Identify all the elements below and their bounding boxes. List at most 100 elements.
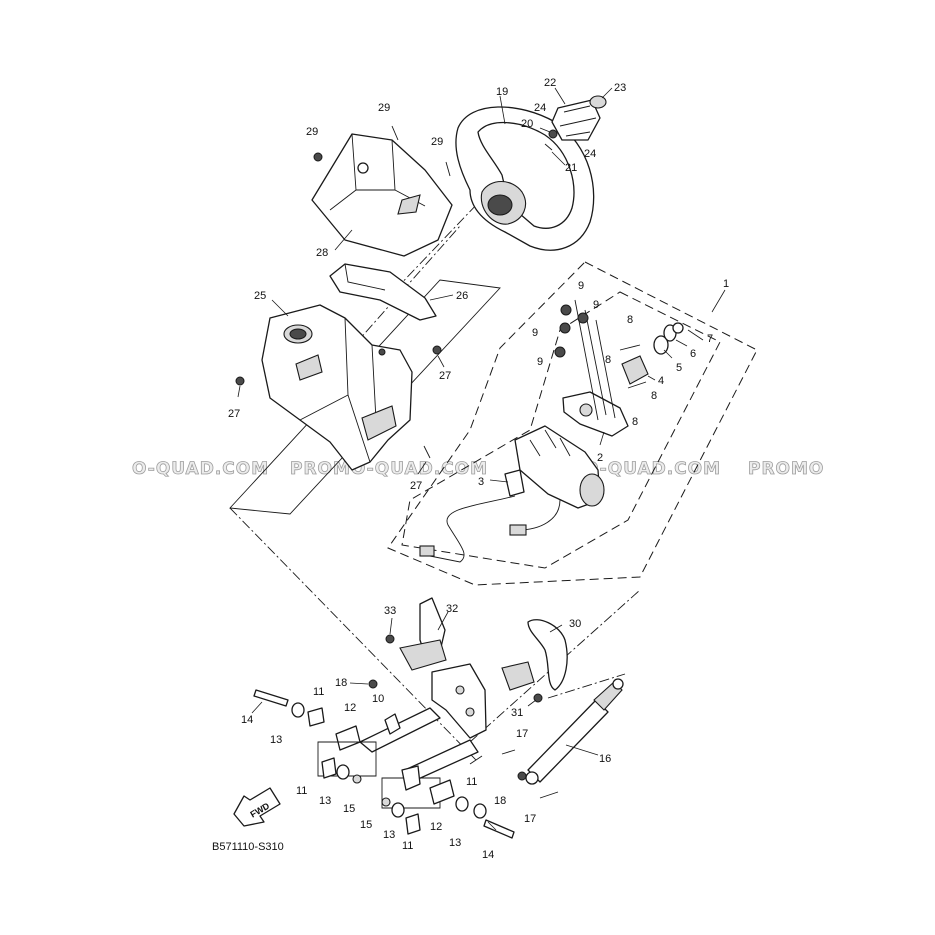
shock-bolts-17 [501,749,559,799]
watermark: O-QUAD.COM PROMO-QUAD.COM PROMO-QUAD.COM… [132,459,824,480]
bracket-hole [579,403,593,417]
leader-3 [489,479,509,483]
eps-harness [429,495,516,563]
callout-31: 31 [511,707,523,719]
eps-connector-1 [509,524,527,536]
callout-12-b: 12 [430,821,442,833]
callout-13-a: 13 [270,734,282,746]
eps-ribs [529,429,571,457]
callout-11-d: 11 [402,840,413,852]
callout-14-b: 14 [482,849,494,861]
callout-15-b: 15 [360,819,372,831]
leader-7 [687,329,704,341]
circlip-7 [672,322,684,334]
lower-cover-recess [361,405,397,441]
bushing-11-upper [307,707,325,727]
leader-27-bottom [417,461,427,475]
leader-28 [334,229,353,251]
bolt-33 [385,634,395,644]
bolt-14-lower [483,819,515,839]
callout-13-c: 13 [449,837,461,849]
callout-17-b: 17 [524,813,536,825]
diagram-reference-code: B571110-S310 [212,841,284,853]
callout-21: 21 [565,162,577,174]
leader-16 [565,744,599,756]
washer-13-lower-b [391,802,405,818]
bushing-11-lower-a [401,765,421,791]
callout-19: 19 [496,86,508,98]
callout-33: 33 [384,605,396,617]
pedal-bracket-plate [431,663,487,739]
screw-29-right [445,161,451,177]
pivot-group-box-2 [381,777,441,809]
callout-13-d: 13 [383,829,395,841]
leader-27-right [437,355,445,368]
pivot-group-box-1 [317,741,377,777]
leader-25 [271,299,289,317]
lower-cover-edges [299,317,377,463]
callout-13-b: 13 [319,795,331,807]
callout-27-c: 27 [410,480,422,492]
washer-21 [544,143,553,151]
lower-cover-clip [378,348,386,356]
callout-23: 23 [614,82,626,94]
collar-12-upper [335,725,361,751]
nut-15-mid [352,774,362,784]
leader-33 [389,617,393,635]
bolt-9-b [577,312,589,324]
callout-8-a: 8 [627,314,633,326]
bolt-9-a [560,304,572,316]
leader-5 [663,349,673,359]
column-upper-cover-body [329,263,437,321]
callout-6: 6 [690,348,696,360]
leader-18-upper [349,682,369,685]
bolt-9-d [554,346,566,358]
steering-wheel-inner [477,121,575,229]
emblem-cap [589,95,607,109]
callout-28: 28 [316,247,328,259]
column-upper-cover-edge [344,263,386,291]
callout-29-a: 29 [378,102,390,114]
callout-11-a: 11 [313,686,324,698]
callout-29-c: 29 [431,136,443,148]
callout-26: 26 [456,290,468,302]
throttle-pedal [385,597,447,671]
callout-20: 20 [521,118,533,130]
power-steering-unit [419,425,605,563]
shock-eye-lower [525,771,539,785]
callout-27-a: 27 [228,408,240,420]
lower-cover-slot [295,354,323,381]
shaft-collar-4 [621,355,649,385]
steering-wheel-center [487,194,513,216]
callout-18-b: 18 [494,795,506,807]
leader-lines [237,87,726,831]
callout-9-c: 9 [532,327,538,339]
assembly-1-outline [387,261,758,586]
shock-axis-line [547,673,626,699]
watermark-text-4: PROMO [748,459,824,479]
shock-rod [593,681,623,711]
screw-29-top [391,125,399,141]
callout-22: 22 [544,77,556,89]
fwd-arrow-shape [233,787,281,827]
steering-wheel [455,106,595,251]
callout-32: 32 [446,603,458,615]
nut-20 [548,129,558,139]
leader-14-upper [251,701,263,714]
watermark-text-2: PROMO-QUAD.COM [290,459,488,479]
leader-2 [599,431,605,446]
bolt-9-c [559,322,571,334]
leader-21 [551,151,566,166]
eps-connector-2 [419,545,435,557]
screw-27-left [235,376,245,386]
eps-output-shaft [504,469,525,497]
bushing-11-lower-b [405,813,421,835]
lower-cover-body [261,304,413,471]
bushing-11-mid [321,757,337,779]
callout-5: 5 [676,362,682,374]
callout-numbers: 1 2 3 4 5 6 7 8 8 8 8 9 9 9 9 10 11 11 1… [228,77,729,861]
brake-pedal [501,619,568,703]
callout-14-a: 14 [241,714,253,726]
eps-motor-end [579,473,605,507]
